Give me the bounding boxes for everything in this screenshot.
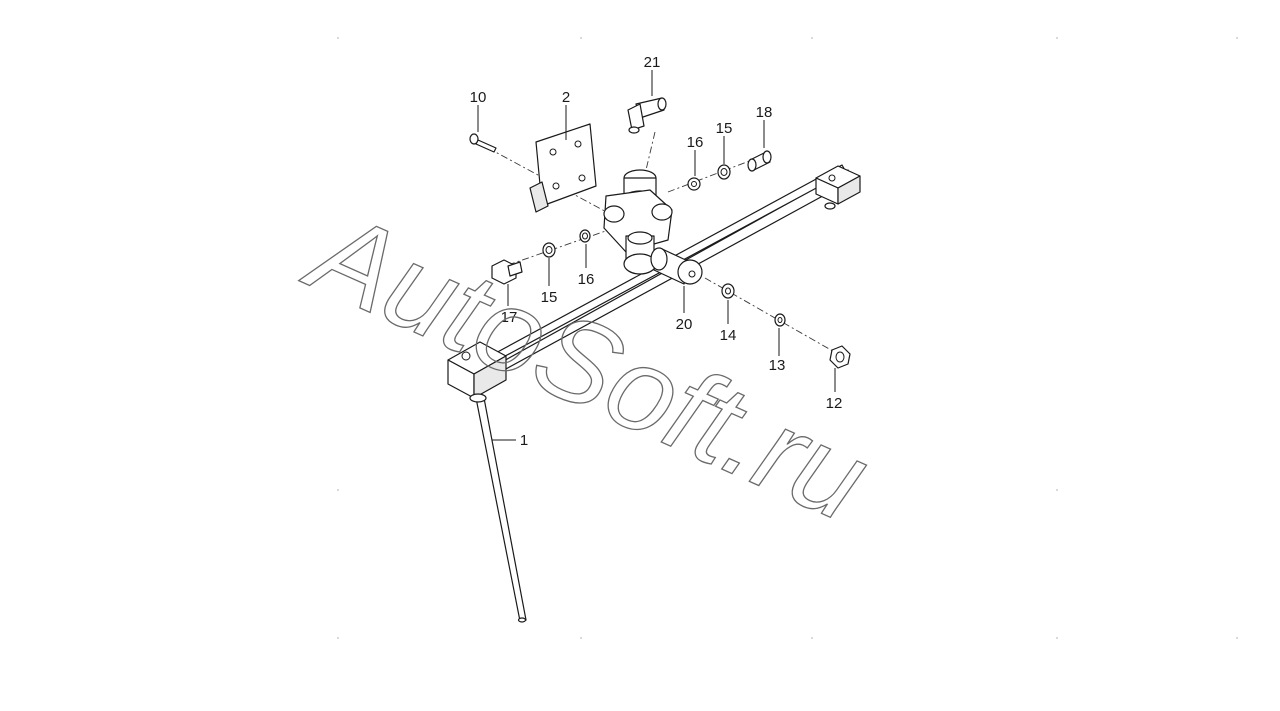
- part-16-washer-lower: [579, 229, 591, 243]
- callout-13: 13: [769, 357, 786, 374]
- part-20-sleeve: [650, 247, 703, 285]
- callout-16-lower: 16: [578, 271, 595, 288]
- part-21-elbow-fitting: [627, 97, 667, 134]
- part-16-washer-upper: [687, 177, 701, 191]
- part-1-rod: [475, 397, 527, 623]
- callout-14: 14: [720, 327, 737, 344]
- callout-2: 2: [562, 89, 570, 106]
- part-12-nut: [829, 345, 851, 369]
- valve-body: [603, 169, 673, 275]
- callout-numbers: 10 2 21 16 15 18 15 16 17 20 14 13 12 1: [470, 54, 843, 449]
- callout-10: 10: [470, 89, 487, 106]
- callout-17: 17: [501, 309, 518, 326]
- leader-lines: [477, 70, 836, 441]
- part-2-mounting-plate: [529, 123, 597, 213]
- part-15-washer-lower: [542, 242, 556, 258]
- part-10-bolt: [469, 133, 497, 153]
- part-14-washer: [721, 283, 735, 299]
- lower-right-parts: [721, 283, 851, 369]
- callout-16-upper: 16: [687, 134, 704, 151]
- lower-left-parts: [491, 229, 591, 285]
- callout-12: 12: [826, 395, 843, 412]
- part-15-washer-upper: [717, 164, 731, 180]
- callout-20: 20: [676, 316, 693, 333]
- registration-dots: [337, 37, 1238, 639]
- upper-washers-and-union: [687, 150, 772, 191]
- part-13-lock-washer: [774, 313, 786, 327]
- callout-15-upper: 15: [716, 120, 733, 137]
- callout-1: 1: [520, 432, 528, 449]
- callout-21: 21: [644, 54, 661, 71]
- callout-18: 18: [756, 104, 773, 121]
- callout-15-lower: 15: [541, 289, 558, 306]
